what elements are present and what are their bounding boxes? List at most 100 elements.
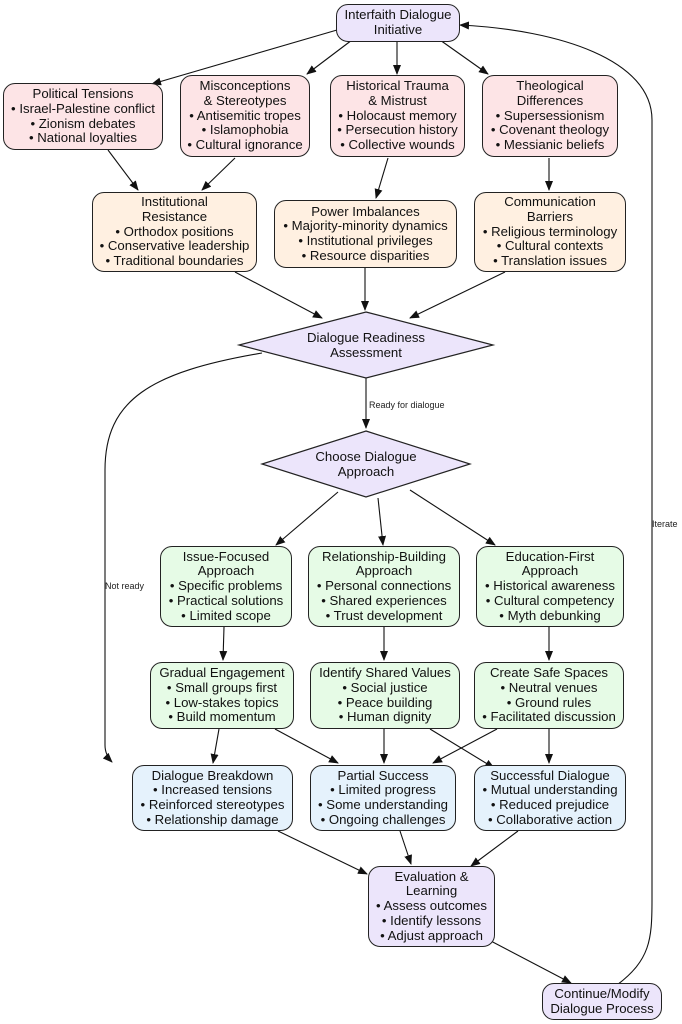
relationship-line-4: • Trust development bbox=[325, 607, 443, 623]
issue-line-3: • Practical solutions bbox=[168, 592, 284, 608]
issue-line-2: • Specific problems bbox=[169, 578, 283, 594]
edge-evaluation-continue bbox=[486, 938, 572, 984]
edge-choose-issue bbox=[275, 491, 339, 546]
communication-line-3: • Cultural contexts bbox=[496, 238, 604, 254]
breakdown-line-1: • Increased tensions bbox=[153, 782, 272, 798]
institutional-line-0: Institutional bbox=[141, 194, 208, 210]
misconceptions-line-1: & Stereotypes bbox=[203, 92, 287, 108]
edge-choose-relationship bbox=[377, 497, 387, 546]
successful-line-1: • Mutual understanding bbox=[482, 782, 618, 798]
misconceptions-line-2: • Antisemitic tropes bbox=[189, 107, 301, 123]
gradual-line-0: Gradual Engagement bbox=[159, 665, 285, 681]
edge-continue-start bbox=[459, 21, 653, 986]
edge-misconceptions-institutional bbox=[201, 157, 236, 191]
political-line-2: • Zionism debates bbox=[30, 115, 136, 131]
choose-diamond-shape bbox=[260, 430, 472, 498]
shared-line-1: • Social justice bbox=[342, 679, 428, 695]
issue-line-4: • Limited scope bbox=[181, 607, 271, 623]
education-line-4: • Myth debunking bbox=[499, 607, 601, 623]
institutional-line-4: • Traditional boundaries bbox=[105, 253, 244, 269]
node-historical-trauma: Historical Trauma& Mistrust• Holocaust m… bbox=[330, 75, 465, 157]
breakdown-line-3: • Relationship damage bbox=[146, 811, 279, 827]
communication-line-4: • Translation issues bbox=[493, 253, 607, 269]
shared-line-3: • Human dignity bbox=[338, 709, 432, 725]
theological-line-4: • Messianic beliefs bbox=[495, 137, 605, 153]
gradual-line-2: • Low-stakes topics bbox=[165, 694, 279, 710]
edge-political-institutional bbox=[107, 149, 139, 191]
theological-line-2: • Supersessionism bbox=[495, 107, 605, 123]
institutional-line-3: • Conservative leadership bbox=[99, 238, 250, 254]
education-line-0: Education-First bbox=[505, 548, 595, 564]
power-line-0: Power Imbalances bbox=[311, 203, 420, 219]
edge-start-theological bbox=[439, 39, 489, 75]
choose-line-1: Approach bbox=[337, 464, 395, 479]
edge-label-iterate: Iterate bbox=[652, 519, 678, 529]
edge-label-ready: Ready for dialogue bbox=[369, 400, 445, 410]
relationship-line-2: • Personal connections bbox=[316, 578, 452, 594]
partial-line-3: • Ongoing challenges bbox=[320, 811, 446, 827]
continue-line-1: Dialogue Process bbox=[550, 1000, 654, 1016]
theological-line-3: • Covenant theology bbox=[490, 122, 610, 138]
partial-line-2: • Some understanding bbox=[318, 797, 448, 812]
safe-line-3: • Facilitated discussion bbox=[482, 709, 616, 725]
relationship-line-3: • Shared experiences bbox=[321, 592, 447, 608]
evaluation-line-3: • Identify lessons bbox=[381, 912, 482, 928]
breakdown-line-0: Dialogue Breakdown bbox=[151, 767, 274, 783]
misconceptions-line-4: • Cultural ignorance bbox=[187, 137, 303, 153]
edge-shared-successful bbox=[429, 728, 495, 769]
communication-line-2: • Religious terminology bbox=[482, 223, 618, 239]
trauma-line-2: • Holocaust memory bbox=[338, 107, 457, 123]
shared-line-0: Identify Shared Values bbox=[319, 665, 451, 681]
education-line-2: • Historical awareness bbox=[485, 578, 615, 594]
partial-line-1: • Limited progress bbox=[330, 782, 436, 798]
relationship-line-0: Relationship-Building bbox=[322, 548, 446, 564]
start-line-0: Interfaith Dialogue bbox=[344, 7, 452, 23]
node-dialogue-breakdown: Dialogue Breakdown• Increased tensions • … bbox=[132, 765, 293, 831]
edge-gradual-breakdown bbox=[210, 728, 220, 764]
issue-line-0: Issue-Focused bbox=[182, 548, 270, 564]
node-evaluation-learning: Evaluation &Learning• Assess outcomes• I… bbox=[368, 866, 495, 947]
node-political-tensions: Political Tensions• Israel-Palestine con… bbox=[3, 83, 163, 150]
power-line-1: • Majority-minority dynamics bbox=[283, 218, 448, 234]
edge-label-not-ready: Not ready bbox=[105, 581, 145, 591]
edge-readiness-breakdown bbox=[102, 352, 263, 763]
evaluation-line-0: Evaluation & bbox=[394, 868, 469, 884]
gradual-line-1: • Small groups first bbox=[166, 679, 278, 695]
continue-line-0: Continue/Modify bbox=[554, 985, 650, 1001]
trauma-line-1: & Mistrust bbox=[368, 92, 427, 108]
node-shared-values: Identify Shared Values• Social justice • … bbox=[310, 662, 460, 729]
institutional-line-2: • Orthodox positions bbox=[115, 223, 234, 239]
safe-line-2: • Ground rules bbox=[506, 694, 592, 710]
edge-breakdown-evaluation bbox=[277, 830, 368, 875]
relationship-line-1: Approach bbox=[355, 563, 413, 579]
edge-issue-gradual bbox=[219, 626, 228, 661]
theological-line-1: Differences bbox=[516, 92, 584, 108]
evaluation-line-4: • Adjust approach bbox=[380, 927, 483, 943]
edge-start-misconceptions bbox=[306, 39, 353, 75]
edge-trauma-power bbox=[374, 157, 389, 199]
evaluation-line-1: Learning bbox=[405, 883, 458, 899]
node-partial-success: Partial Success• Limited progress• Some … bbox=[310, 765, 456, 831]
successful-line-0: Successful Dialogue bbox=[490, 767, 610, 783]
institutional-line-1: Resistance bbox=[141, 208, 208, 224]
power-line-3: • Resource disparities bbox=[301, 247, 430, 263]
trauma-line-4: • Collective wounds bbox=[340, 137, 455, 153]
node-safe-spaces: Create Safe Spaces• Neutral venues• Grou… bbox=[474, 662, 624, 729]
political-line-3: • National loyalties bbox=[29, 130, 137, 146]
node-gradual-engagement: Gradual Engagement• Small groups first• … bbox=[150, 662, 294, 729]
partial-line-0: Partial Success bbox=[337, 767, 429, 783]
edge-choose-education bbox=[409, 489, 496, 546]
node-power-imbalances: Power Imbalances• Majority-minority dyna… bbox=[274, 200, 457, 268]
theological-line-0: Theological bbox=[516, 78, 584, 94]
safe-line-1: • Neutral venues bbox=[500, 679, 598, 695]
evaluation-line-2: • Assess outcomes bbox=[376, 898, 487, 914]
education-line-1: Approach bbox=[521, 563, 579, 579]
choose-line-0: Choose Dialogue bbox=[315, 449, 417, 464]
misconceptions-line-3: • Islamophobia bbox=[201, 122, 289, 138]
